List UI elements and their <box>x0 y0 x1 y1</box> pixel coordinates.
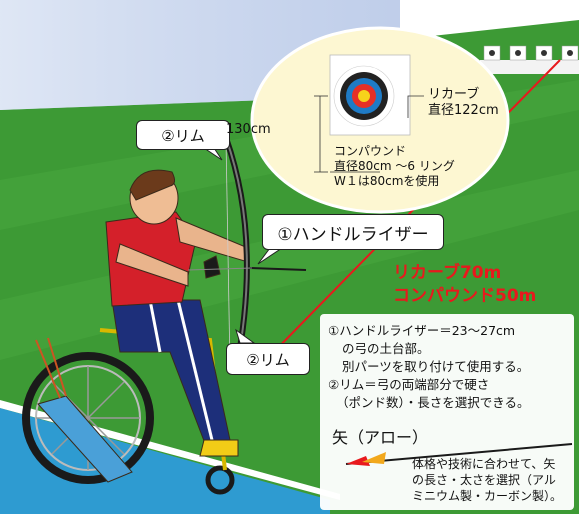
target-face <box>333 65 395 127</box>
note-line: （ポンド数）・長さを選択できる。 <box>336 395 530 410</box>
target-height-label: 130cm <box>226 122 271 137</box>
distance-compound: コンパウンド50m <box>393 286 537 306</box>
note-line: ①ハンドルライザー＝23～27cm <box>328 323 516 338</box>
distance-line <box>261 59 561 365</box>
arrow-description: 体格や技術に合わせて、矢 の長さ・太さを選択（アル ミニウム製・カーボン製）。 <box>412 457 563 503</box>
callout-rim-bottom: ②リム <box>226 343 310 375</box>
callout-rim-top: ②リム <box>136 120 230 150</box>
distance-recurve: リカーブ70m <box>393 263 502 283</box>
archer <box>35 169 249 483</box>
note-line: 別パーツを取り付けて使用する。 <box>342 359 530 374</box>
equipment-notes: ①ハンドルライザー＝23～27cm の弓の土台部。 別パーツを取り付けて使用する… <box>320 314 574 510</box>
compound-target-label: コンパウンド 直径80cm ～6 リング W１は80cmを使用 <box>334 144 455 188</box>
arrow-icon <box>345 443 573 466</box>
wheelchair <box>22 328 235 495</box>
arrow-title: 矢（アロー） <box>332 428 429 447</box>
note-line: ②リム＝弓の両端部分で硬さ <box>328 377 490 392</box>
note-line: の弓の土台部。 <box>342 341 430 356</box>
callout-handle-riser: ①ハンドルライザー <box>262 214 444 250</box>
recurve-target-label: リカーブ 直径122cm <box>428 87 499 118</box>
